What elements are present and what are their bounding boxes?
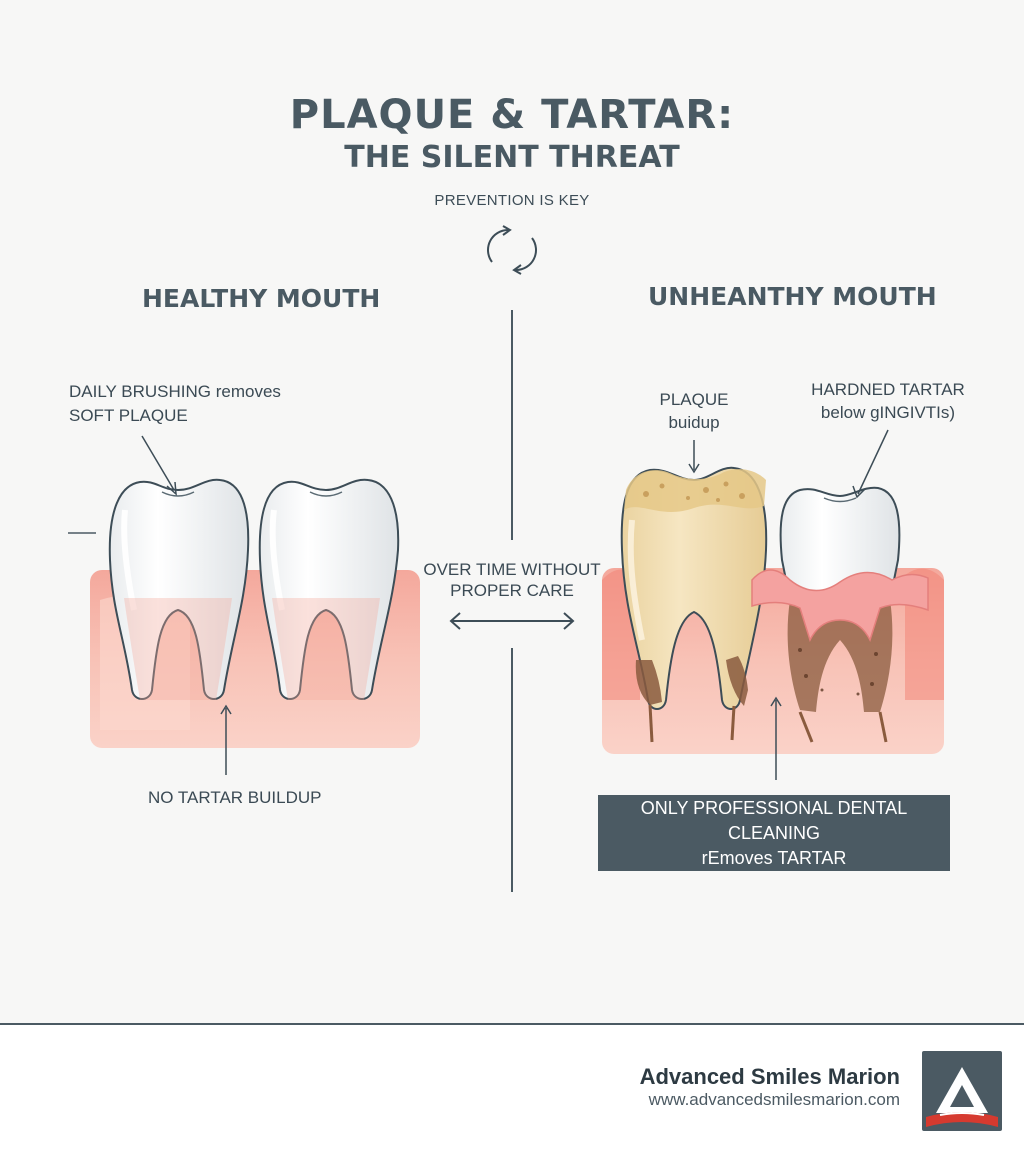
footer <box>0 1025 1024 1154</box>
brushing-label-line1: DAILY BRUSHING removes <box>69 382 281 401</box>
healthy-tooth-left <box>108 478 250 700</box>
tartar-label-line1: HARDNED TARTAR <box>811 380 965 399</box>
healthy-heading: HEALTHY MOUTH <box>142 284 381 313</box>
tartar-label-line2: below gINGIVTIs) <box>820 403 956 422</box>
tartar-pointer <box>857 429 889 495</box>
tagline: PREVENTION IS KEY <box>434 192 590 209</box>
plaque-label-line1: PLAQUE <box>659 390 729 409</box>
brand-url[interactable]: www.advancedsmilesmarion.com <box>648 1090 900 1109</box>
plaque-tooth <box>620 466 768 743</box>
transition-label-line1: OVER TIME WITHOUT <box>423 560 601 579</box>
no-tartar-label: NO TARTAR BUILDUP <box>148 788 322 807</box>
page-title: PLAQUE & TARTAR: <box>289 92 735 138</box>
double-arrow-icon <box>449 612 575 630</box>
callout-line2: rEmoves TARTAR <box>701 847 847 868</box>
brushing-pointer <box>141 435 175 491</box>
unhealthy-heading: UNHEANTHY MOUTH <box>648 282 937 311</box>
transition-label-line2: PROPER CARE <box>450 581 574 600</box>
callout-line1: ONLY PROFESSIONAL DENTAL CLEANING <box>640 797 908 843</box>
plaque-label-line2: buidup <box>668 413 720 432</box>
tartar-tooth <box>751 486 929 743</box>
triangle-a-logo-icon <box>922 1051 1002 1131</box>
brand-name: Advanced Smiles Marion <box>639 1064 900 1089</box>
healthy-tooth-right <box>258 478 400 700</box>
page-subtitle: THE SILENT THREAT <box>344 140 680 175</box>
professional-cleaning-callout: ONLY PROFESSIONAL DENTAL CLEANING rEmove… <box>598 795 950 871</box>
refresh-cycle-icon <box>487 225 537 275</box>
footer-divider <box>0 1023 1024 1025</box>
brushing-label-line2: SOFT PLAQUE <box>69 406 188 425</box>
